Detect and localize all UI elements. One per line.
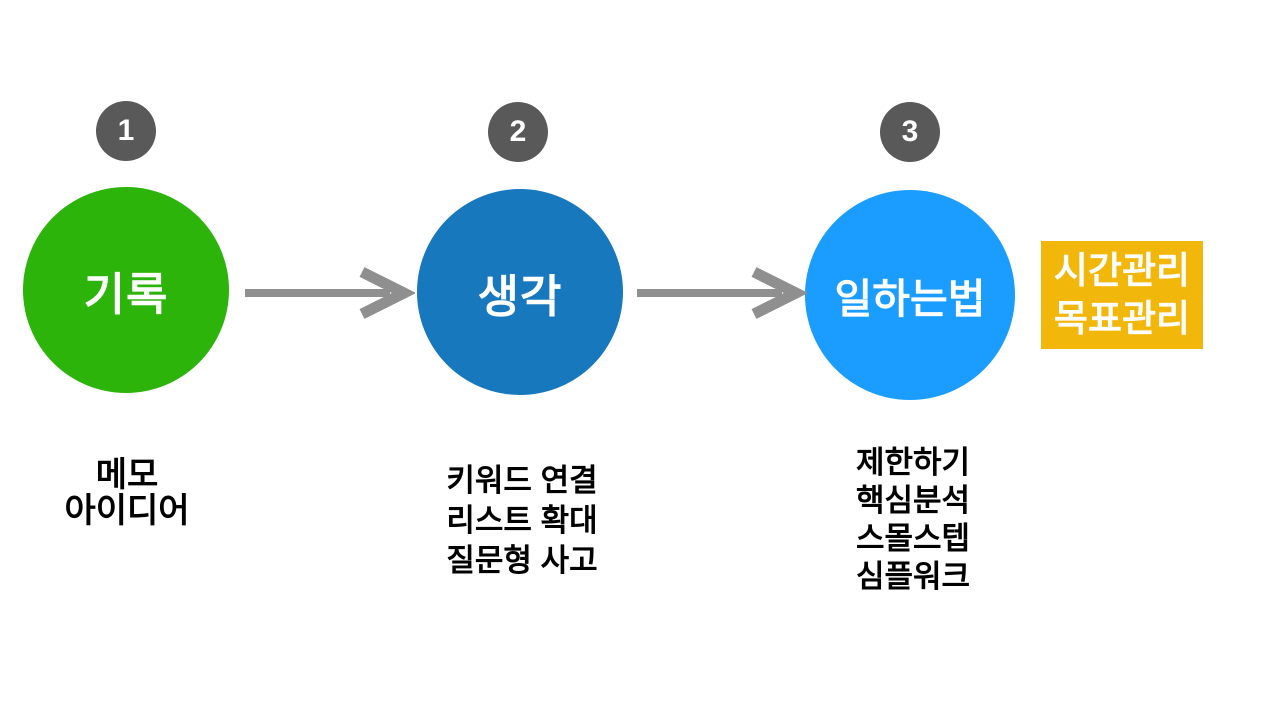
step-3-circle-label: 일하는법 bbox=[834, 276, 986, 322]
note-item: 질문형 사고 bbox=[446, 543, 598, 578]
arrow-right-icon bbox=[637, 267, 807, 319]
side-note-line: 목표관리 bbox=[1053, 298, 1191, 339]
note-item: 심플워크 bbox=[855, 559, 971, 594]
side-note-box: 시간관리 목표관리 bbox=[1041, 241, 1203, 349]
arrow-right-icon bbox=[245, 267, 415, 319]
side-note-line: 시간관리 bbox=[1053, 250, 1191, 291]
note-item: 키워드 연결 bbox=[446, 463, 598, 498]
step-1-circle-label: 기록 bbox=[83, 268, 169, 320]
note-item: 핵심분석 bbox=[855, 483, 971, 518]
step-3-notes: 제한하기 핵심분석 스몰스텝 심플워크 bbox=[803, 444, 1023, 596]
note-item: 메모 bbox=[95, 456, 159, 494]
step-1-number-badge: 1 bbox=[96, 101, 156, 161]
step-2-number-badge: 2 bbox=[488, 102, 548, 162]
step-3-circle: 일하는법 bbox=[805, 190, 1015, 400]
note-item: 리스트 확대 bbox=[446, 503, 598, 538]
step-3-number-badge: 3 bbox=[880, 102, 940, 162]
note-item: 아이디어 bbox=[64, 492, 190, 530]
step-2-circle: 생각 bbox=[417, 189, 623, 395]
step-1-notes: 메모 아이디어 bbox=[17, 457, 237, 529]
step-1-circle: 기록 bbox=[23, 187, 229, 393]
note-item: 스몰스텝 bbox=[855, 521, 971, 556]
note-item: 제한하기 bbox=[855, 445, 971, 480]
step-2-circle-label: 생각 bbox=[477, 270, 563, 322]
step-2-notes: 키워드 연결 리스트 확대 질문형 사고 bbox=[412, 461, 632, 581]
